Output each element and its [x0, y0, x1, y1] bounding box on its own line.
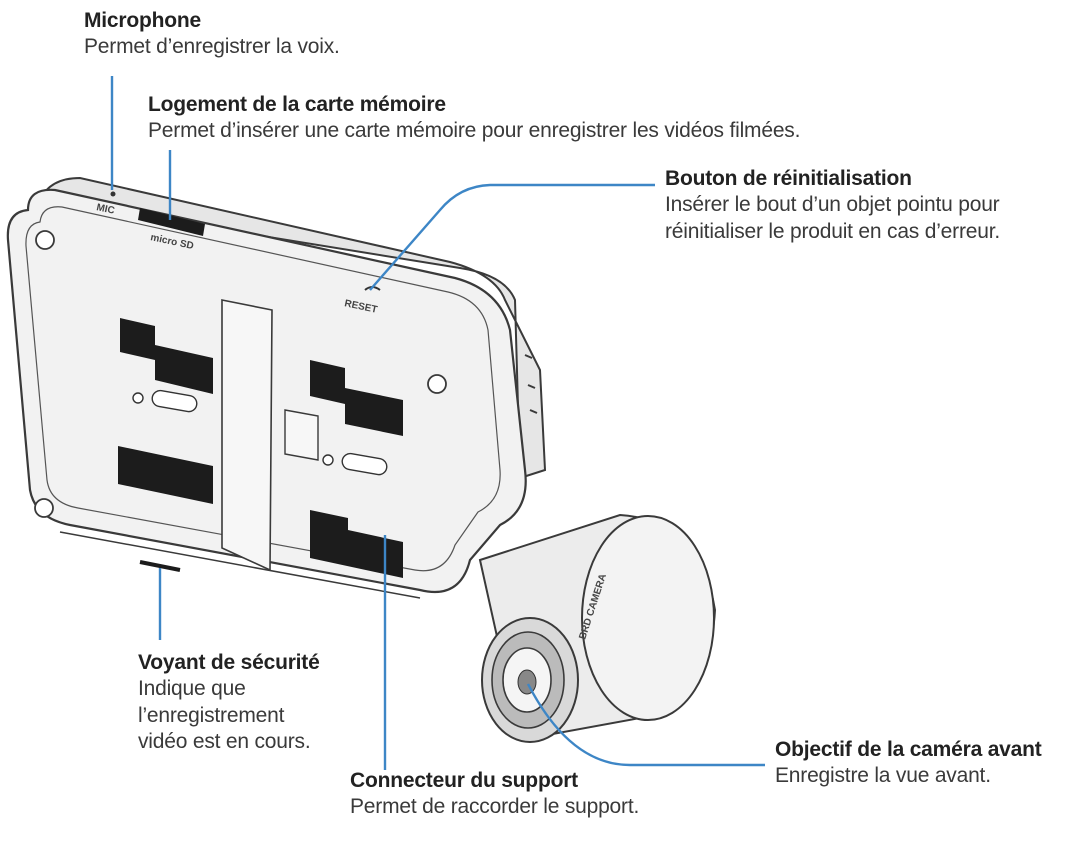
- memory-card-label: Logement de la carte mémoire Permet d’in…: [148, 92, 800, 145]
- mount-tab: [284, 409, 319, 461]
- mic-hole: [110, 191, 116, 197]
- mic-marking: MIC: [95, 202, 115, 217]
- mount-connector-desc: Permet de raccorder le support.: [350, 795, 640, 819]
- sd-slot: [138, 208, 205, 236]
- security-led-label: Voyant de sécurité Indique que l’enregis…: [138, 650, 378, 755]
- security-led-title: Voyant de sécurité: [138, 651, 320, 674]
- mount-slot-right-lower: [310, 510, 403, 578]
- security-led-window: [139, 560, 181, 572]
- reset-desc-line-1: Insérer le bout d’un objet pointu pour: [665, 193, 1000, 217]
- mount-strip: [221, 299, 273, 572]
- mount-slot-left-lower: [118, 446, 213, 504]
- device-bottom-edge: [59, 531, 421, 599]
- camera-cylinder-cap: [581, 515, 715, 721]
- security-led-desc-line-1: Indique que: [138, 677, 246, 701]
- hole-left-small: [132, 392, 144, 404]
- side-button-3: [529, 409, 538, 414]
- side-button-2: [527, 384, 536, 389]
- screw-hole-right: [427, 374, 447, 394]
- device-inner-rim: [25, 206, 501, 572]
- reset-desc-line-2: réinitialiser le produit en cas d’erreur…: [665, 219, 1000, 243]
- callout-lines: [110, 76, 765, 770]
- microphone-title: Microphone: [84, 9, 201, 32]
- mount-slot-left-upper: [120, 318, 213, 394]
- reset-label: Bouton de réinitialisation Insérer le bo…: [665, 166, 1000, 245]
- callout-reset: [369, 183, 655, 291]
- front-lens-title: Objectif de la caméra avant: [775, 738, 1042, 761]
- reset-title: Bouton de réinitialisation: [665, 167, 912, 190]
- hole-right-small: [322, 454, 334, 466]
- mount-connector-title: Connecteur du support: [350, 769, 578, 792]
- security-led-desc-line-2: l’enregistrement: [138, 703, 285, 727]
- microphone-label: Microphone Permet d’enregistrer la voix.: [84, 8, 340, 61]
- front-lens-desc: Enregistre la vue avant.: [775, 764, 991, 788]
- front-lens-label: Objectif de la caméra avant Enregistre l…: [775, 737, 1042, 790]
- microphone-desc: Permet d’enregistrer la voix.: [84, 35, 340, 59]
- hole-left-oval: [151, 389, 198, 413]
- callout-front-lens: [526, 683, 765, 767]
- mount-slot-right-upper: [310, 360, 403, 436]
- screw-hole-bottom-left: [34, 498, 54, 518]
- lens-glass: [517, 669, 537, 695]
- mount-connector-label: Connecteur du support Permet de raccorde…: [350, 768, 639, 821]
- screw-hole-top-left: [35, 230, 55, 250]
- memory-card-title: Logement de la carte mémoire: [148, 93, 446, 116]
- memory-card-desc: Permet d’insérer une carte mémoire pour …: [148, 119, 801, 143]
- security-led-desc-line-3: vidéo est en cours.: [138, 729, 311, 753]
- side-button-1: [524, 354, 533, 359]
- hole-right-oval: [341, 452, 388, 476]
